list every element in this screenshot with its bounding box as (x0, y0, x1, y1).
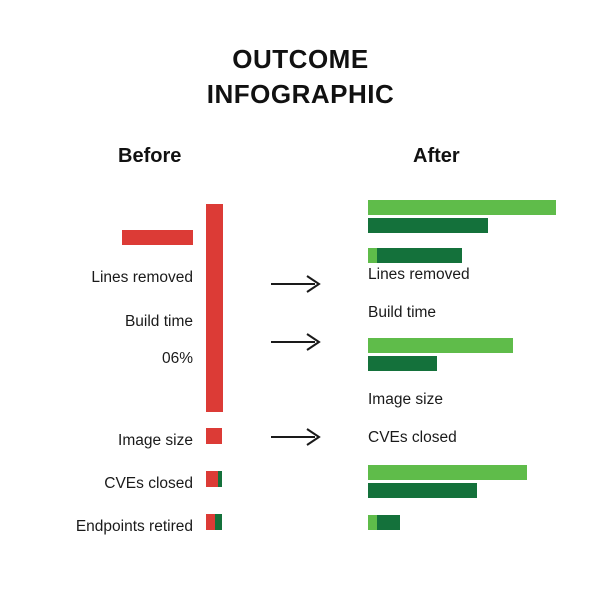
after-label-cves-closed: CVEs closed (368, 429, 457, 446)
after-bar-group2-light (368, 248, 377, 263)
after-bar-group1-dark (368, 218, 488, 233)
after-label-build-time: Build time (368, 304, 437, 321)
before-bar-horizontal (122, 230, 193, 245)
before-label-cves-closed: CVEs closed (104, 475, 193, 492)
before-label-endpoints-retired: Endpoints retired (75, 518, 193, 535)
title-line-1: OUTCOME (232, 44, 369, 74)
before-swatch-cves-green-part (218, 471, 222, 487)
after-label-image-size: Image size (368, 391, 443, 408)
after-bar-group3-dark (368, 356, 437, 371)
before-swatch-endpoints-green-part (215, 514, 222, 530)
after-bar-group4-light (368, 465, 527, 480)
before-swatch-image-size (206, 428, 222, 444)
title-line-2: INFOGRAPHIC (206, 78, 395, 109)
before-label-lines-removed: Lines removed (91, 269, 193, 286)
transition-arrow-3-icon (270, 428, 322, 446)
column-header-after: After (413, 145, 460, 167)
after-bar-group5-dark (377, 515, 400, 530)
page-title: OUTCOME INFOGRAPHIC (0, 42, 601, 111)
transition-arrow-2-icon (270, 333, 322, 351)
before-swatch-cves-red-part (206, 471, 218, 487)
after-bar-group5-light (368, 515, 377, 530)
after-bar-group1-light (368, 200, 556, 215)
after-bar-group4-dark (368, 483, 477, 498)
transition-arrow-1-icon (270, 275, 322, 293)
before-bar-vertical (206, 204, 223, 412)
after-bar-group3-light (368, 338, 513, 353)
after-label-lines-removed: Lines removed (368, 266, 470, 283)
before-swatch-cves-closed (206, 471, 222, 487)
before-label-image-size: Image size (118, 432, 193, 449)
after-bar-group2-dark (377, 248, 462, 263)
before-label-percentage: 06% (161, 350, 193, 367)
before-swatch-endpoints-red-part (206, 514, 215, 530)
before-swatch-endpoints-retired (206, 514, 222, 530)
before-label-build-time: Build time (124, 313, 193, 330)
column-header-before: Before (118, 145, 182, 167)
